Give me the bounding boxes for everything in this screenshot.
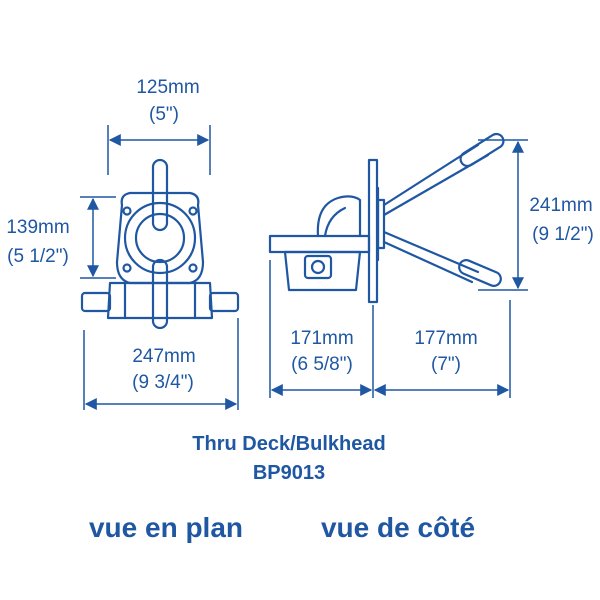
plan-height-dimension: 139mm (5 1/2") bbox=[6, 196, 116, 279]
model-number: BP9013 bbox=[253, 462, 325, 484]
plan-view: 125mm (5") 139mm (5 1/2") bbox=[6, 77, 240, 410]
plan-view-label: vue en plan bbox=[89, 512, 243, 543]
diagram-title: Thru Deck/Bulkhead bbox=[192, 433, 385, 455]
plan-height-mm: 139mm bbox=[6, 217, 69, 238]
side-left-mm: 171mm bbox=[290, 328, 353, 349]
plan-base-in: (9 3/4") bbox=[132, 372, 194, 393]
side-view: 241mm (9 1/2") 171mm (6 5/8") 177mm (7") bbox=[268, 132, 594, 398]
side-height-in: (9 1/2") bbox=[532, 224, 594, 245]
side-left-in: (6 5/8") bbox=[291, 354, 353, 375]
plan-width-mm: 125mm bbox=[136, 77, 199, 98]
side-height-mm: 241mm bbox=[529, 195, 592, 216]
pump-body-plan bbox=[80, 158, 240, 330]
plan-height-in: (5 1/2") bbox=[7, 246, 69, 267]
pump-body-side bbox=[268, 195, 371, 292]
side-depth-dimensions: 171mm (6 5/8") 177mm (7") bbox=[269, 260, 511, 398]
side-right-mm: 177mm bbox=[414, 328, 477, 349]
side-view-label: vue de côté bbox=[321, 512, 475, 543]
side-height-dimension: 241mm (9 1/2") bbox=[478, 139, 594, 291]
bulkhead-plate bbox=[367, 158, 379, 304]
plan-width-in: (5") bbox=[149, 104, 179, 125]
plan-width-dimension: 125mm (5") bbox=[107, 77, 211, 175]
plan-base-dimension: 247mm (9 3/4") bbox=[83, 318, 239, 410]
lever-arms bbox=[382, 132, 505, 287]
plan-base-mm: 247mm bbox=[132, 346, 195, 367]
side-right-in: (7") bbox=[431, 354, 461, 375]
